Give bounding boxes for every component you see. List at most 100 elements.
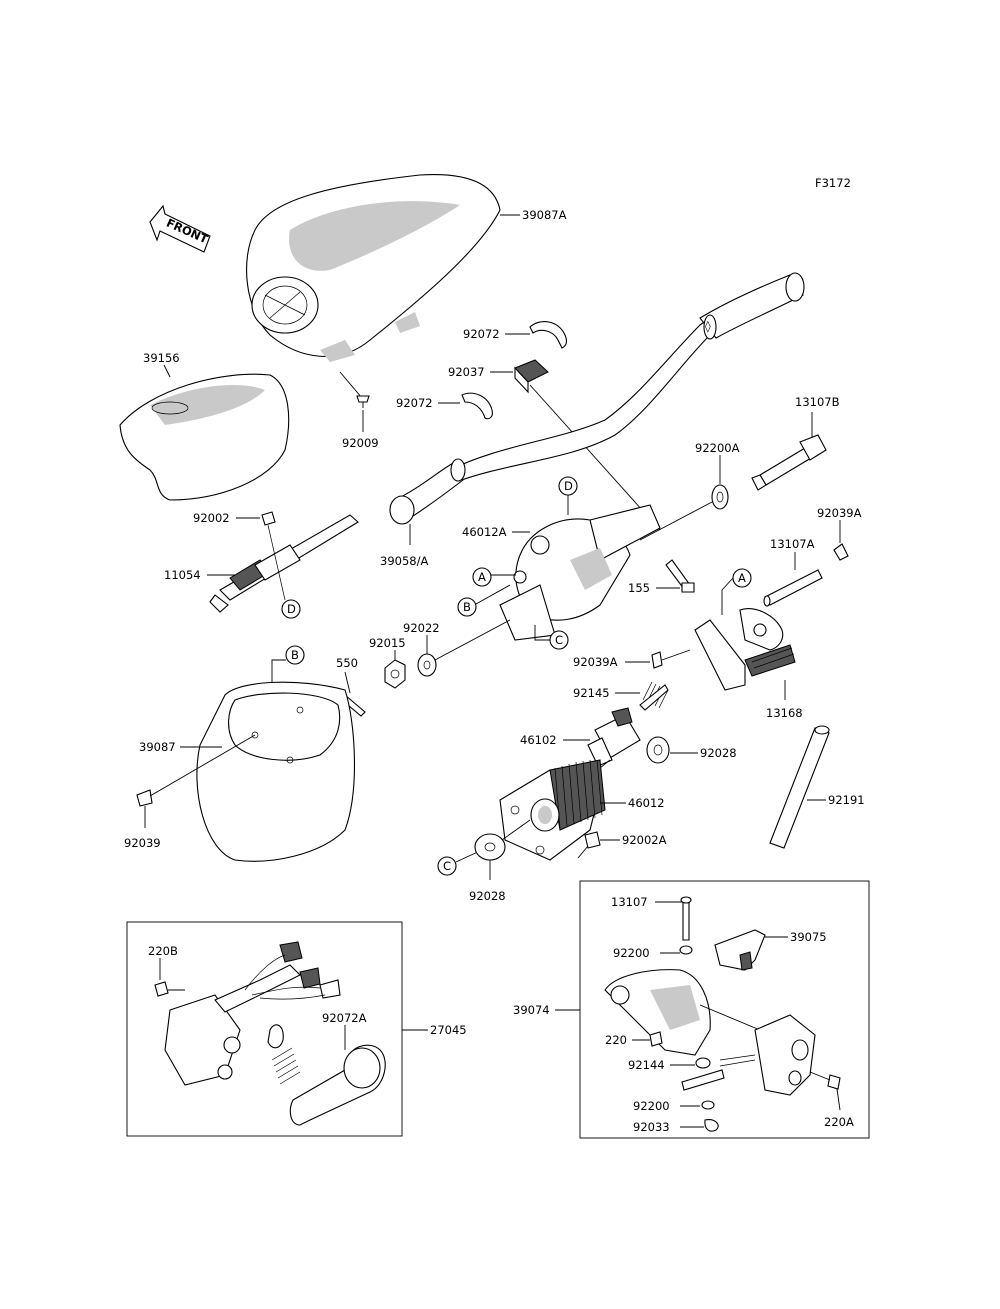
spring-92145 [639,681,669,711]
pin-13107A [763,569,823,607]
collar-92144 [695,1057,711,1069]
label-550: 550 [336,656,358,670]
label-155: 155 [628,581,650,595]
label-13107B: 13107B [795,395,840,409]
screw-220B [154,958,185,997]
washer-92200A [639,484,729,541]
screw-220 [649,1031,663,1047]
svg-text:C: C [555,633,563,647]
clamp-92072-top [529,321,567,349]
label-92200A: 92200A [695,441,740,455]
callout-c-1: C [534,625,569,650]
front-arrow-icon: FRONT [149,204,211,253]
label-92028-bottom: 92028 [469,889,506,903]
label-92002A: 92002A [622,833,667,847]
label-92191: 92191 [828,793,865,807]
figure-code: F3172 [815,176,851,190]
screw-220A [809,1071,841,1111]
nut-92015 [384,650,406,689]
callout-b-1: B [457,584,511,617]
screw-92002 [261,511,276,526]
label-92144: 92144 [628,1058,665,1072]
handlebar: ◊ [389,272,805,525]
bolt-13107 [680,896,692,941]
label-92002: 92002 [193,511,230,525]
label-92037: 92037 [448,365,485,379]
label-92015: 92015 [369,636,406,650]
svg-text:D: D [287,602,296,616]
washer-92028-right [646,736,670,764]
callout-d-2: D [558,476,578,515]
svg-text:D: D [564,479,573,493]
bolt-13107B [751,434,827,491]
label-46012A: 46012A [462,525,507,539]
label-92039: 92039 [124,836,161,850]
cover-39075 [714,929,766,971]
svg-text:B: B [463,600,471,614]
screw-92009 [339,371,370,408]
switch-assembly [164,941,341,1086]
label-92028-right: 92028 [700,746,737,760]
clamp-92072-mid [461,392,493,420]
callout-c-2: C [437,849,483,876]
label-39075: 39075 [790,930,827,944]
label-92039A-mid: 92039A [573,655,618,669]
label-92072A: 92072A [322,1011,367,1025]
clip-92033 [704,1119,719,1132]
label-92039A-top: 92039A [817,506,862,520]
throttle-body [604,969,816,1096]
label-46102: 46102 [520,733,557,747]
housing-46012 [499,759,606,861]
bolt-92002A [577,831,601,859]
assembly-box-39074 [579,880,870,1139]
block-92037 [514,359,661,531]
label-220B: 220B [148,944,178,958]
bracket-11054 [209,514,359,613]
label-92200-bottom: 92200 [633,1099,670,1113]
label-220: 220 [605,1033,627,1047]
label-39087A: 39087A [522,208,567,222]
label-13107: 13107 [611,895,648,909]
washer-92200-top [679,945,693,955]
label-39087: 39087 [139,740,176,754]
pad-cover-39156 [119,373,290,501]
callout-a-2: A [721,568,752,615]
gear-46102 [559,707,641,801]
washer-92200-bottom [701,1100,715,1110]
label-92072-top: 92072 [463,327,500,341]
svg-text:A: A [738,571,746,585]
tube-92191 [769,725,830,849]
label-39074: 39074 [513,1003,550,1017]
lower-cover-39087 [196,681,356,862]
assembly-box-27045 [126,921,403,1137]
lever-13168 [694,608,796,691]
label-13168: 13168 [766,706,803,720]
bolt-155 [665,559,695,593]
screw-92039A-mid [651,649,691,669]
callout-a-1: A [472,567,516,587]
svg-text:C: C [443,859,451,873]
callout-d-1: D [281,599,301,619]
svg-text:A: A [478,570,486,584]
label-39058A: 39058/A [380,554,428,568]
label-27045: 27045 [430,1023,467,1037]
screw-92039 [136,734,256,828]
label-92145: 92145 [573,686,610,700]
label-220A: 220A [824,1115,854,1129]
screw-92039A-top [833,520,849,561]
label-46012: 46012 [628,796,665,810]
label-39156: 39156 [143,351,180,365]
label-92009: 92009 [342,436,379,450]
handlebar-cover-39087A [246,174,501,362]
washer-92022 [417,619,511,677]
handlebar-mark: ◊ [705,319,711,333]
label-92072-mid: 92072 [396,396,433,410]
label-92033: 92033 [633,1120,670,1134]
pin-link [681,1069,725,1091]
svg-text:B: B [291,648,299,662]
label-92200-top: 92200 [613,946,650,960]
clamp-92072A [267,1024,386,1126]
label-92022: 92022 [403,621,440,635]
housing-46012A [499,504,661,641]
